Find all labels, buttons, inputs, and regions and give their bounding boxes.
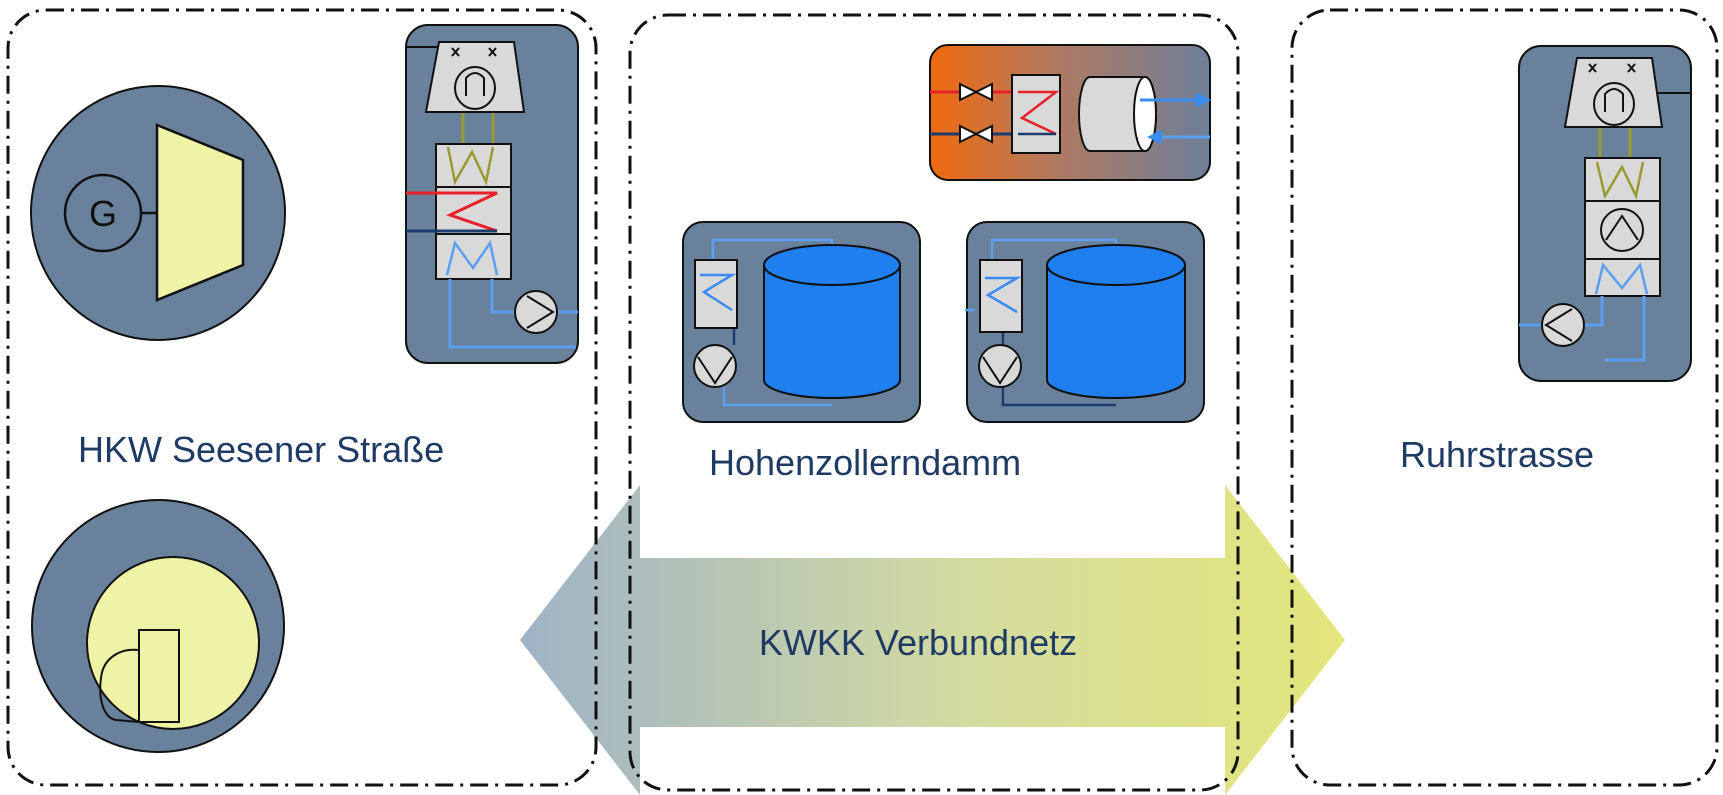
pump-icon (1541, 303, 1585, 347)
network-label: KWKK Verbundnetz (759, 622, 1077, 663)
heat-exchanger-icon (979, 259, 1023, 333)
site-right: Ruhrstrasse (1400, 45, 1692, 475)
absorption-chiller-icon (1584, 157, 1661, 297)
pump-icon (978, 344, 1022, 388)
storage-panel-2 (965, 221, 1205, 423)
heat-exchanger-icon (694, 259, 738, 329)
site-center: Hohenzollerndamm (682, 44, 1211, 483)
site-title-right: Ruhrstrasse (1400, 434, 1594, 475)
storage-tank-icon (763, 244, 901, 399)
absorption-chiller-icon (406, 143, 512, 280)
site-left: G (30, 24, 579, 753)
heat-supply-panel (929, 44, 1211, 181)
generator-symbol: G (89, 193, 117, 234)
site-boundary-left (6, 8, 598, 787)
site-title-left: HKW Seesener Straße (78, 429, 444, 470)
double-arrow-icon (520, 485, 1345, 795)
engine-icon (99, 629, 180, 723)
engine-unit (31, 499, 285, 753)
generator-turbine-unit: G (30, 85, 286, 341)
pump-icon (693, 344, 737, 388)
storage-tank-icon (1078, 76, 1157, 152)
cooling-tower-icon (424, 41, 526, 113)
network-arrow: KWKK Verbundnetz (520, 485, 1345, 795)
storage-panel-1 (682, 221, 921, 423)
site-title-center: Hohenzollerndamm (709, 442, 1021, 483)
absorption-chiller-panel-left (405, 24, 579, 364)
valve-icon (959, 82, 993, 102)
turbine-icon (155, 123, 245, 302)
site-boundary-center (628, 13, 1240, 792)
storage-tank-icon (1046, 244, 1186, 399)
valve-icon (959, 124, 993, 144)
heat-exchanger-icon (1011, 74, 1061, 154)
absorption-chiller-panel-right (1518, 45, 1692, 382)
cooling-tower-icon (1563, 57, 1664, 128)
site-boundary-right (1290, 8, 1719, 787)
pump-icon (514, 290, 558, 334)
